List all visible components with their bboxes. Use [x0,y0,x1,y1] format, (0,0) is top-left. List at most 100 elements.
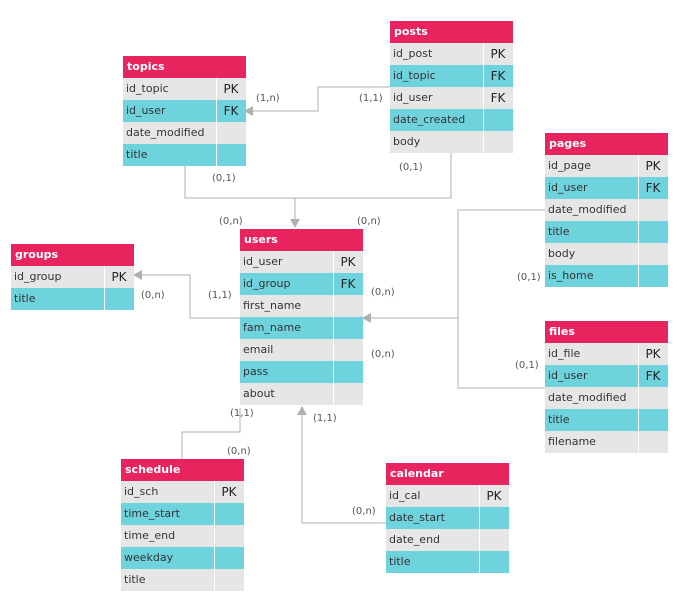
topics-users-line [184,166,296,222]
field-row: date_modified [545,387,668,409]
cardinality-label: (0,n) [352,506,376,517]
field-row: filename [545,431,668,453]
field-name: weekday [124,551,174,564]
field-row: id_group FK [240,273,363,295]
field-name: id_user [548,369,588,382]
cardinality-label: (0,1) [212,173,236,184]
entity-topics-title: topics [123,56,246,78]
field-row: weekday [121,547,244,569]
field-row: title [123,144,246,166]
field-row: id_file PK [545,343,668,365]
field-name: body [548,247,576,260]
field-name: id_cal [389,489,421,502]
field-row: date_end [386,529,509,551]
field-row: date_created [390,109,513,131]
entity-schedule[interactable]: schedule id_sch PK time_start time_end we… [121,459,244,591]
field-name: date_start [389,511,445,524]
field-name: title [548,413,570,426]
field-key: FK [223,104,239,118]
field-row: date_modified [123,122,246,144]
arrow-to-users-bottom [297,406,307,415]
field-name: id_sch [124,485,159,498]
files-users-line [457,318,545,389]
field-row: about [240,383,363,405]
cardinality-label: (1,n) [256,93,280,104]
field-key: PK [221,485,237,499]
entity-files-title: files [545,321,668,343]
field-name: id_user [548,181,588,194]
field-key: FK [645,181,661,195]
field-row: title [545,409,668,431]
cardinality-label: (0,n) [219,216,243,227]
field-key: PK [486,489,502,503]
field-row: id_user FK [545,365,668,387]
field-name: body [393,135,421,148]
field-row: time_end [121,525,244,547]
field-name: title [124,573,146,586]
field-name: email [243,343,274,356]
field-key: PK [645,347,661,361]
cardinality-label: (0,n) [357,216,381,227]
entity-schedule-title: schedule [121,459,244,481]
field-name: time_start [124,507,180,520]
cardinality-label: (0,1) [399,162,423,173]
field-row: id_user FK [545,177,668,199]
field-name: date_modified [548,203,627,216]
cardinality-label: (1,1) [359,93,383,104]
field-name: time_end [124,529,176,542]
field-name: fam_name [243,321,302,334]
entity-pages-title: pages [545,133,668,155]
field-name: is_home [548,269,594,282]
pages-users-line [368,209,545,319]
field-name: id_group [243,277,291,290]
field-row: id_group PK [11,266,134,288]
field-key: FK [340,277,356,291]
cardinality-label: (0,1) [515,360,539,371]
field-row: id_sch PK [121,481,244,503]
field-name: id_file [548,347,581,360]
cardinality-label: (0,n) [371,287,395,298]
field-name: date_modified [548,391,627,404]
field-name: date_end [389,533,441,546]
entity-groups-title: groups [11,244,134,266]
field-row: title [11,288,134,310]
schedule-users-line [181,408,241,460]
field-name: filename [548,435,596,448]
field-row: title [386,551,509,573]
field-name: date_created [393,113,466,126]
field-name: title [126,148,148,161]
cardinality-label: (0,n) [141,290,165,301]
field-key: FK [490,69,506,83]
field-key: FK [645,369,661,383]
field-row: is_home [545,265,668,287]
field-row: first_name [240,295,363,317]
field-key: PK [340,255,356,269]
field-name: id_group [14,270,62,283]
field-row: pass [240,361,363,383]
arrow-to-users-right [362,313,371,323]
field-row: body [545,243,668,265]
field-name: id_page [548,159,592,172]
arrow-to-groups [133,270,142,280]
field-key: PK [111,270,127,284]
cardinality-label: (1,1) [230,408,254,419]
cardinality-label: (0,n) [227,446,251,457]
entity-groups[interactable]: groups id_group PK title [11,244,134,310]
field-key: PK [490,47,506,61]
cardinality-label: (0,1) [517,272,541,283]
arrow-to-users-top [290,219,300,228]
field-row: date_start [386,507,509,529]
field-name: about [243,387,275,400]
